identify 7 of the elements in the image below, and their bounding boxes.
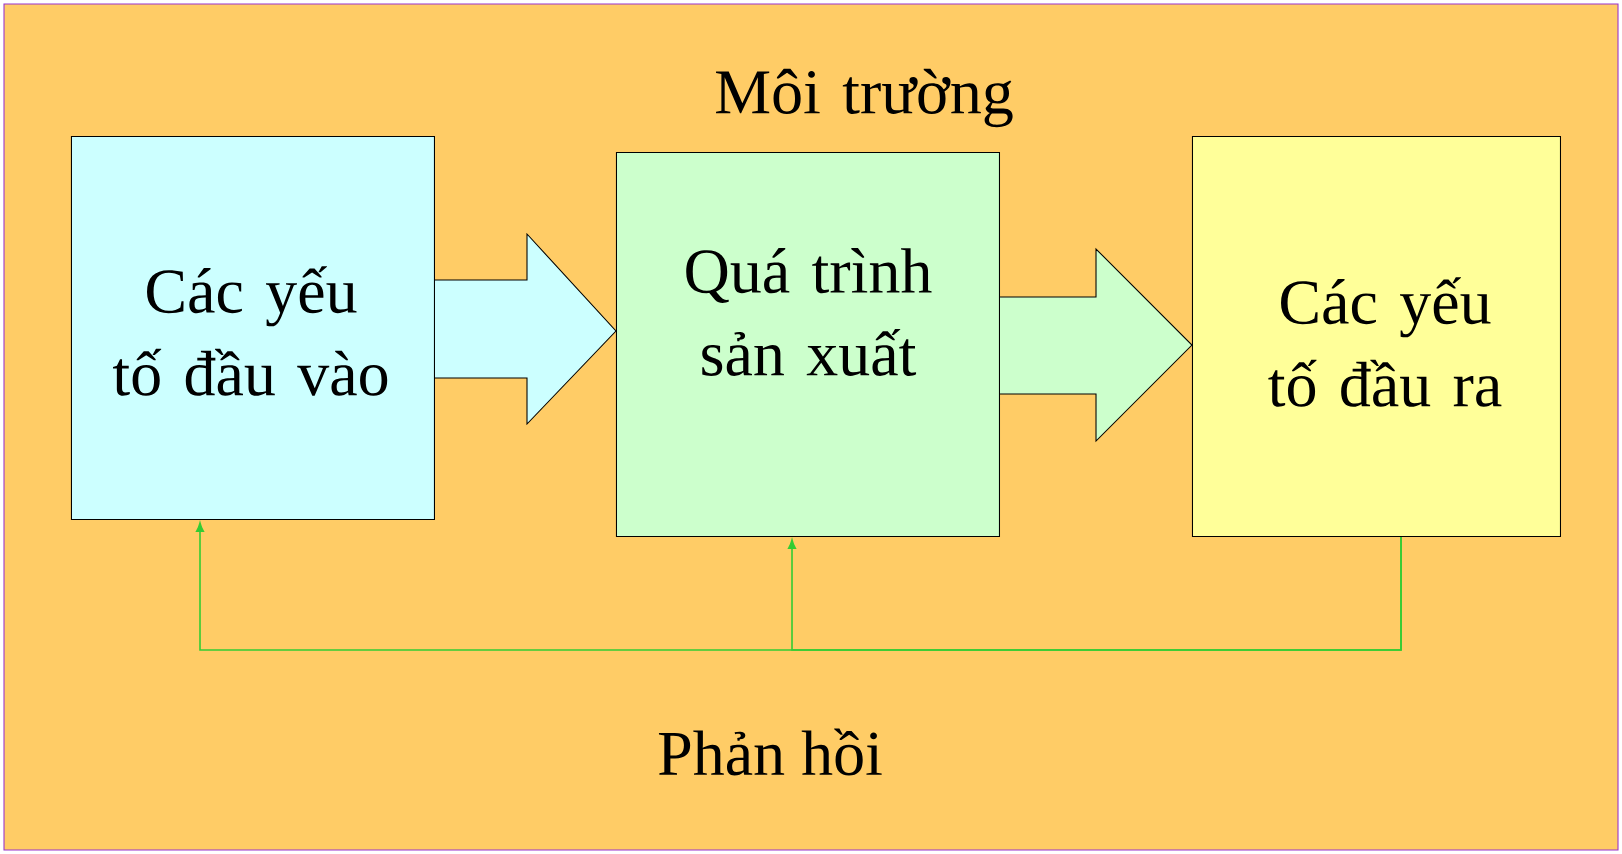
process-box: Các yếu tố đầu ra: [1191, 135, 1561, 537]
process-box: Quá trình sản xuất: [615, 151, 1000, 537]
block-arrow: [999, 247, 1193, 443]
process-box: Các yếu tố đầu vào: [70, 135, 435, 520]
feedback-arrow: [787, 536, 1402, 651]
feedback-label: Phản hồi: [658, 728, 882, 776]
block-arrow: [434, 232, 617, 426]
